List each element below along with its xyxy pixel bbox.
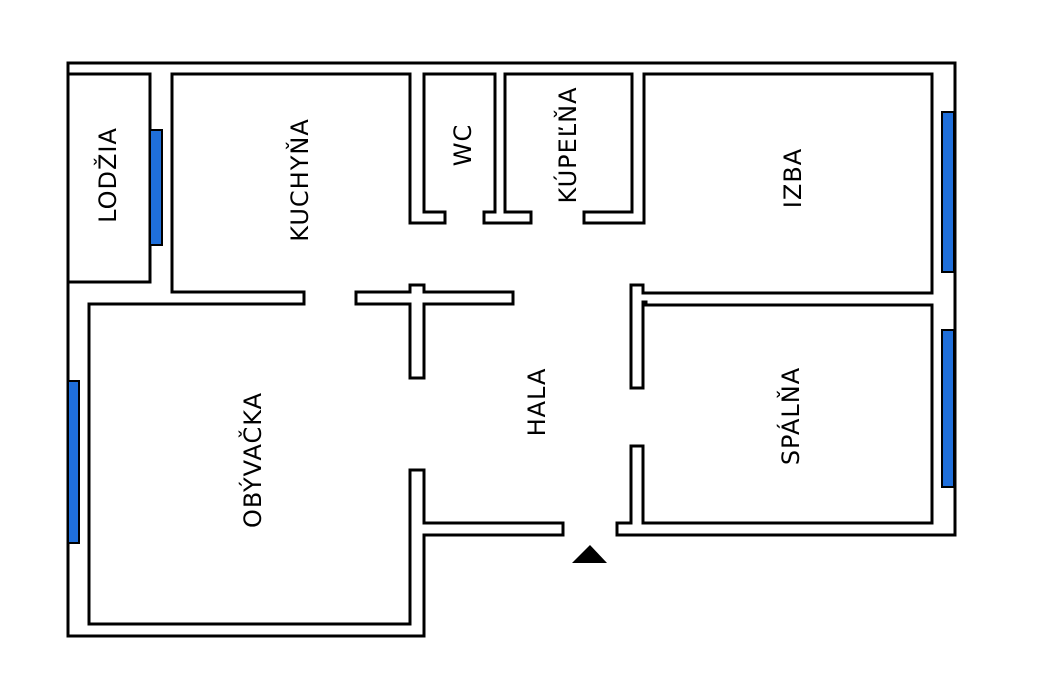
entrance-arrow-icon: [572, 545, 607, 563]
room-label-obyvacka: OBÝVAČKA: [237, 392, 267, 528]
window-lodzia: [149, 129, 163, 246]
room-label-kuchyna: KUCHYŇA: [285, 118, 314, 242]
window-obyvacka: [67, 380, 80, 544]
room-label-lodzia: LODŽIA: [93, 127, 122, 223]
room-label-hala: HALA: [523, 368, 551, 437]
room-label-wc: WC: [449, 124, 477, 167]
window-spalna: [941, 329, 955, 488]
wall-structure: [66, 61, 957, 638]
room-label-kupelna: KÚPEĽŇA: [552, 86, 582, 203]
room-label-spalna: SPÁLŇA: [776, 367, 805, 465]
window-izba: [941, 111, 955, 273]
room-label-izba: IZBA: [779, 148, 807, 208]
windows: [67, 111, 955, 544]
